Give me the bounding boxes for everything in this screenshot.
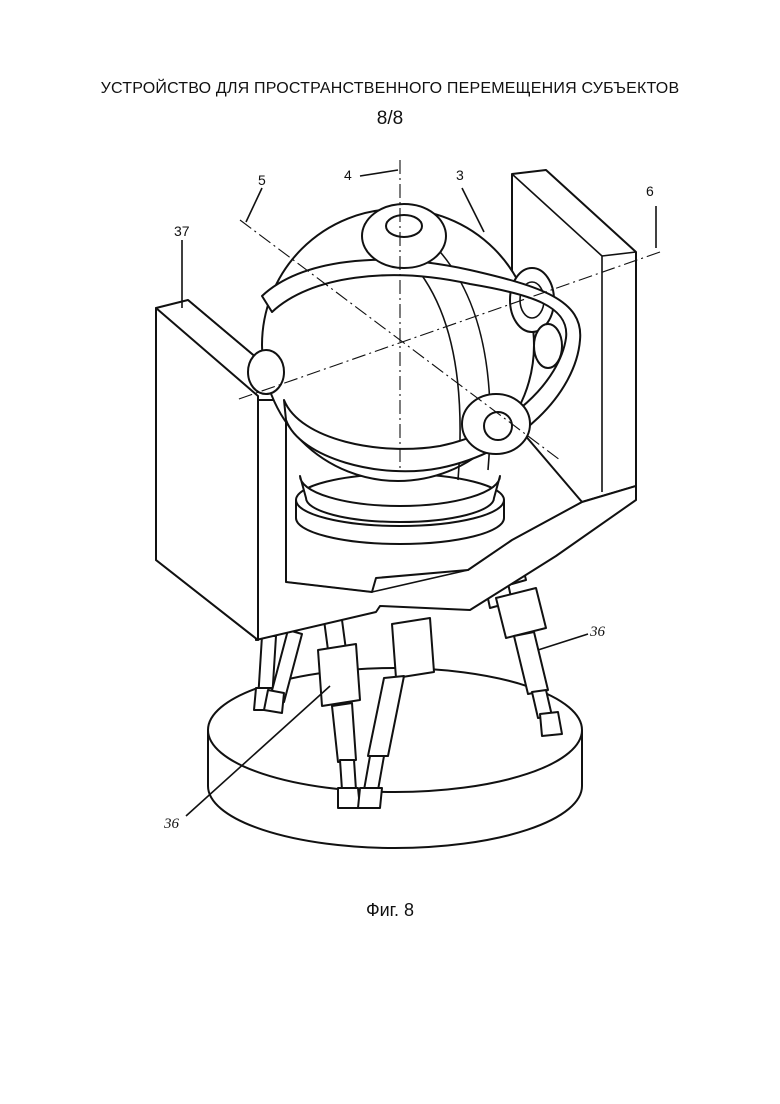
ref-label-36-right: 36	[589, 624, 606, 640]
leader-lines	[181, 169, 657, 817]
base-platform	[207, 667, 583, 849]
axis-lines	[235, 160, 661, 470]
figure-caption: Фиг. 8	[365, 900, 415, 920]
ref-label-3: 3	[456, 167, 464, 183]
document-title: УСТРОЙСТВО ДЛЯ ПРОСТРАНСТВЕННОГО ПЕРЕМЕЩ…	[100, 80, 680, 97]
sphere-lower-mount	[295, 473, 505, 545]
sphere-assembly	[247, 203, 582, 482]
ref-label-37: 37	[174, 223, 190, 239]
ref-label-4: 4	[344, 167, 352, 183]
actuator-legs	[253, 555, 563, 809]
ref-label-36-left: 36	[163, 816, 180, 832]
ref-label-6: 6	[646, 183, 654, 199]
sheet-number: 8/8	[376, 108, 404, 129]
ref-label-5: 5	[258, 172, 266, 188]
